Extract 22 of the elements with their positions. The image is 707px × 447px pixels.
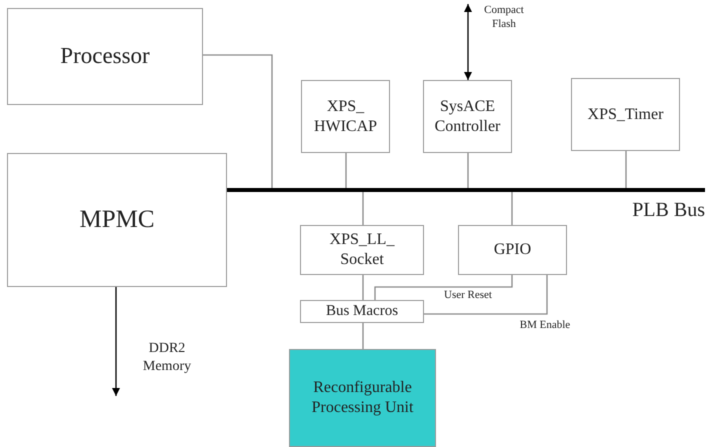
processor-box: Processor: [7, 8, 203, 105]
connector-line: [345, 153, 347, 188]
connector-line: [511, 192, 513, 225]
block-box: XPS_ HWICAP: [301, 80, 390, 153]
connector-line: [362, 192, 364, 225]
connector-line: [467, 153, 469, 188]
socket-box: XPS_LL_ Socket: [300, 225, 424, 275]
arrow: [464, 4, 472, 80]
connector-line: [362, 323, 364, 349]
timer-box: XPS_Timer: [571, 78, 680, 151]
controller-box: SysACE Controller: [423, 80, 512, 153]
bus-macros-box: Bus Macros: [300, 300, 424, 323]
gpio-box: GPIO: [458, 225, 567, 275]
connector-line: [203, 54, 273, 188]
memory-controller-box: MPMC: [7, 153, 227, 287]
processing-unit-box: Reconfigurable Processing Unit: [289, 349, 436, 447]
connector-line: [424, 275, 548, 315]
bus-label: PLB Bus: [632, 200, 705, 220]
arrow: [112, 287, 120, 396]
connector-line: [362, 275, 364, 300]
connector-line: [374, 275, 513, 300]
connector-line: [625, 151, 627, 188]
